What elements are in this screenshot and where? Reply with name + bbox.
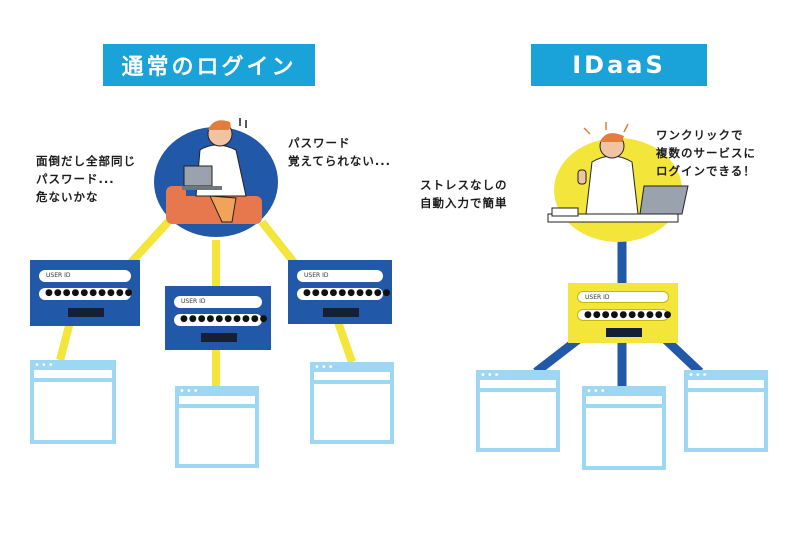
window-content: [586, 408, 662, 466]
window-dots-icon: •••: [179, 386, 200, 397]
window-content: [179, 408, 255, 464]
sso-login-form: USER ID ●●●●●●●●●●: [568, 283, 678, 343]
password-field[interactable]: ●●●●●●●●●●: [297, 288, 391, 300]
window-dots-icon: •••: [480, 370, 501, 381]
password-field[interactable]: ●●●●●●●●●●: [577, 309, 672, 321]
user-id-field[interactable]: USER ID: [297, 270, 383, 282]
window-dots-icon: •••: [34, 360, 55, 371]
password-field[interactable]: ●●●●●●●●●●: [39, 288, 133, 300]
left-note-worry: 面倒だし全部同じ パスワード... 危ないかな: [36, 154, 136, 204]
right-note-autofill: ストレスなしの 自動入力で簡単: [420, 178, 508, 210]
connector-right-3: [660, 334, 704, 376]
login-form-3: USER ID ●●●●●●●●●●: [288, 260, 392, 324]
login-form-2: USER ID ●●●●●●●●●●: [165, 286, 271, 350]
service-window-5: •••: [582, 386, 666, 470]
happy-person-illustration: [547, 122, 689, 242]
window-content: [480, 392, 556, 448]
window-address-bar: [586, 396, 662, 404]
service-window-3: •••: [310, 362, 394, 444]
user-id-field[interactable]: USER ID: [39, 270, 131, 282]
window-content: [314, 384, 390, 440]
password-field[interactable]: ●●●●●●●●●●: [174, 314, 268, 326]
service-window-1: •••: [30, 360, 116, 444]
user-id-field[interactable]: USER ID: [577, 291, 669, 303]
login-button[interactable]: [68, 308, 104, 317]
window-content: [688, 392, 764, 448]
service-window-2: •••: [175, 386, 259, 468]
window-dots-icon: •••: [586, 386, 607, 397]
connector-left-4: [56, 320, 74, 362]
window-dots-icon: •••: [314, 362, 335, 373]
login-button[interactable]: [606, 328, 642, 337]
stressed-person-illustration: [154, 118, 278, 237]
service-window-4: •••: [476, 370, 560, 452]
window-address-bar: [179, 396, 255, 404]
window-address-bar: [480, 380, 556, 388]
login-button[interactable]: [201, 333, 237, 342]
login-form-1: USER ID ●●●●●●●●●●: [30, 260, 140, 326]
left-note-forget: パスワード 覚えてられない...: [288, 136, 392, 168]
window-address-bar: [314, 372, 390, 380]
login-button[interactable]: [323, 308, 359, 317]
connector-left-6: [334, 320, 356, 364]
service-window-6: •••: [684, 370, 768, 452]
window-address-bar: [34, 370, 112, 378]
connector-right-1: [533, 334, 583, 376]
window-dots-icon: •••: [688, 370, 709, 381]
user-id-field[interactable]: USER ID: [174, 296, 262, 308]
left-title: 通常のログイン: [103, 44, 315, 86]
window-address-bar: [688, 380, 764, 388]
right-title: IDaaS: [531, 44, 707, 86]
right-note-oneclick: ワンクリックで 複数のサービスに ログインできる！: [656, 128, 756, 178]
window-content: [34, 382, 112, 440]
